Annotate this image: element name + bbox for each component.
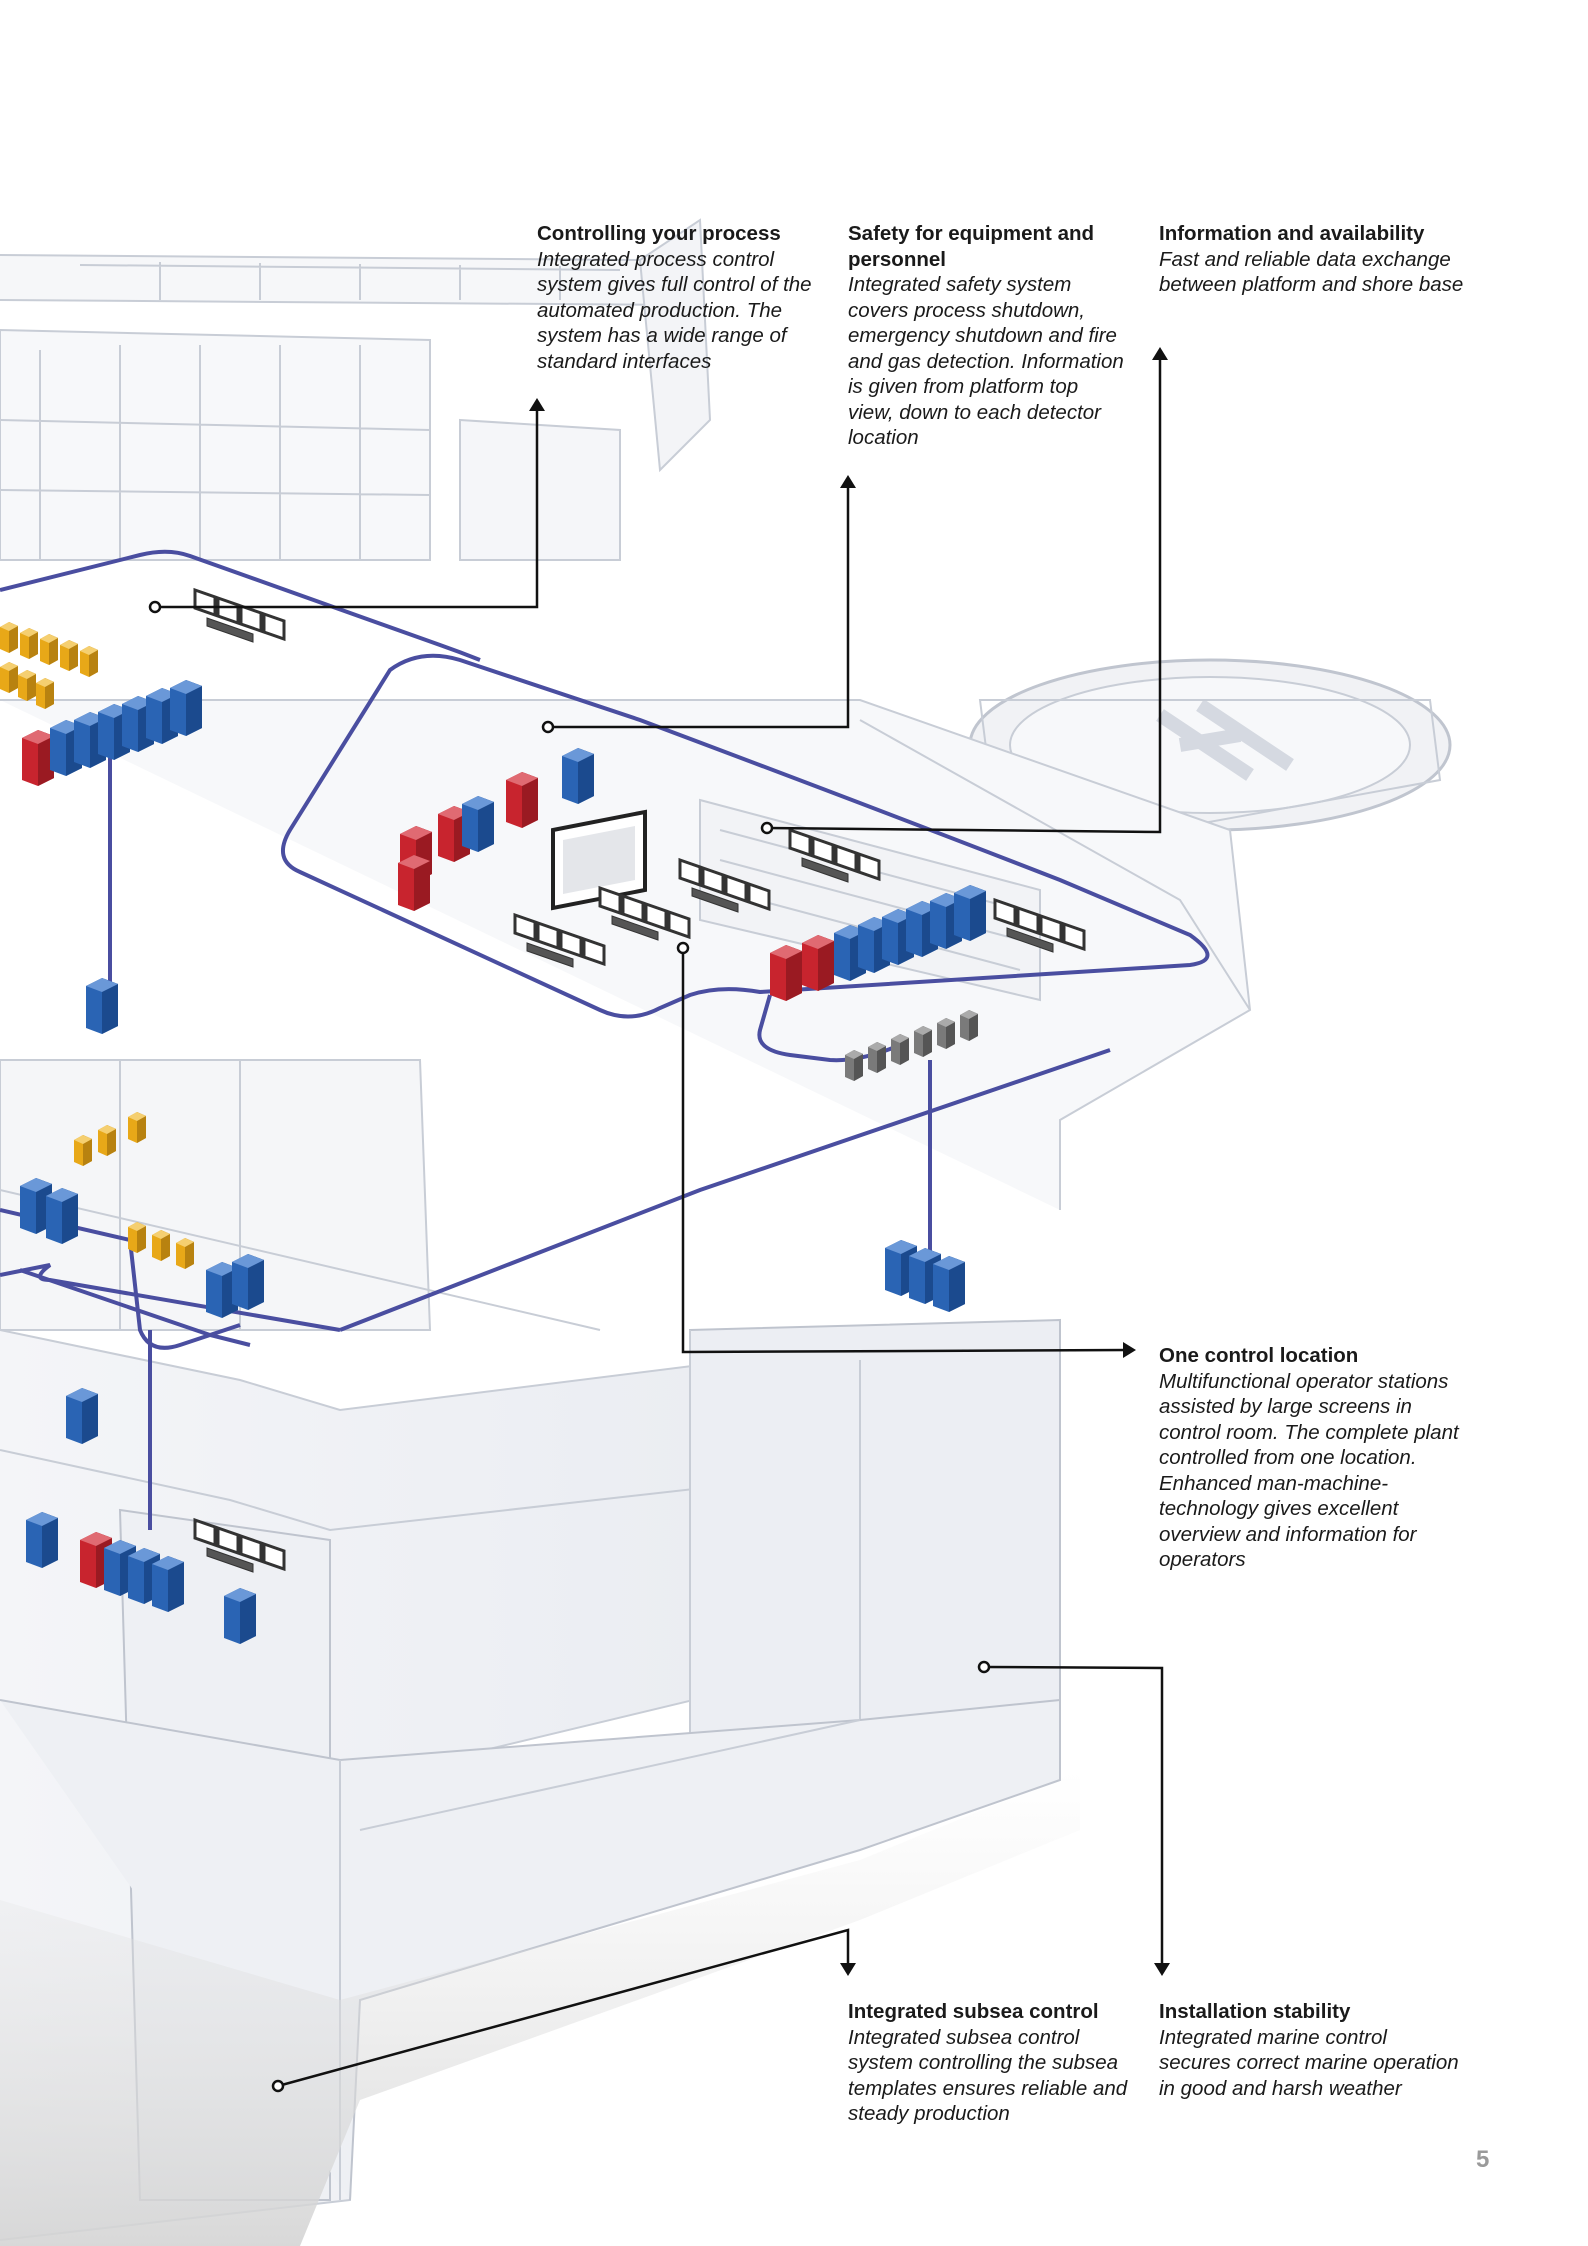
callout-description: Multifunctional operator stations assist…	[1159, 1369, 1459, 1572]
callout-description: Integrated safety system covers process …	[848, 273, 1124, 449]
callout-title: Integrated subsea control	[848, 2000, 1099, 2023]
callout-description: Integrated marine control secures correc…	[1159, 2025, 1459, 2100]
callout-information: Information and availability Fast and re…	[1159, 221, 1469, 298]
callout-title: Installation stability	[1159, 2000, 1351, 2023]
callout-subsea: Integrated subsea control Integrated sub…	[848, 1999, 1133, 2127]
callout-title: Controlling your process	[537, 222, 781, 245]
callout-description: Integrated subsea control system control…	[848, 2025, 1128, 2126]
leader-lines	[158, 355, 1164, 2088]
page-number: 5	[1476, 2146, 1490, 2173]
callout-process-control: Controlling your process Integrated proc…	[537, 221, 837, 374]
leader-arrowheads	[529, 347, 1170, 1976]
callout-stability: Installation stability Integrated marine…	[1159, 1999, 1459, 2101]
callout-control-location: One control location Multifunctional ope…	[1159, 1343, 1459, 1573]
callout-description: Fast and reliable data exchange between …	[1159, 247, 1464, 297]
callout-safety: Safety for equipment and personnel Integ…	[848, 221, 1128, 451]
callout-description: Integrated process control system gives …	[537, 247, 812, 373]
callout-title: Information and availability	[1159, 222, 1425, 245]
callout-title: One control location	[1159, 1344, 1359, 1367]
platform-shadow	[0, 1770, 1080, 2246]
equipment-cluster-central	[86, 748, 1086, 1081]
leader-endpoints	[148, 600, 991, 2093]
callout-title: Safety for equipment and personnel	[848, 222, 1095, 271]
